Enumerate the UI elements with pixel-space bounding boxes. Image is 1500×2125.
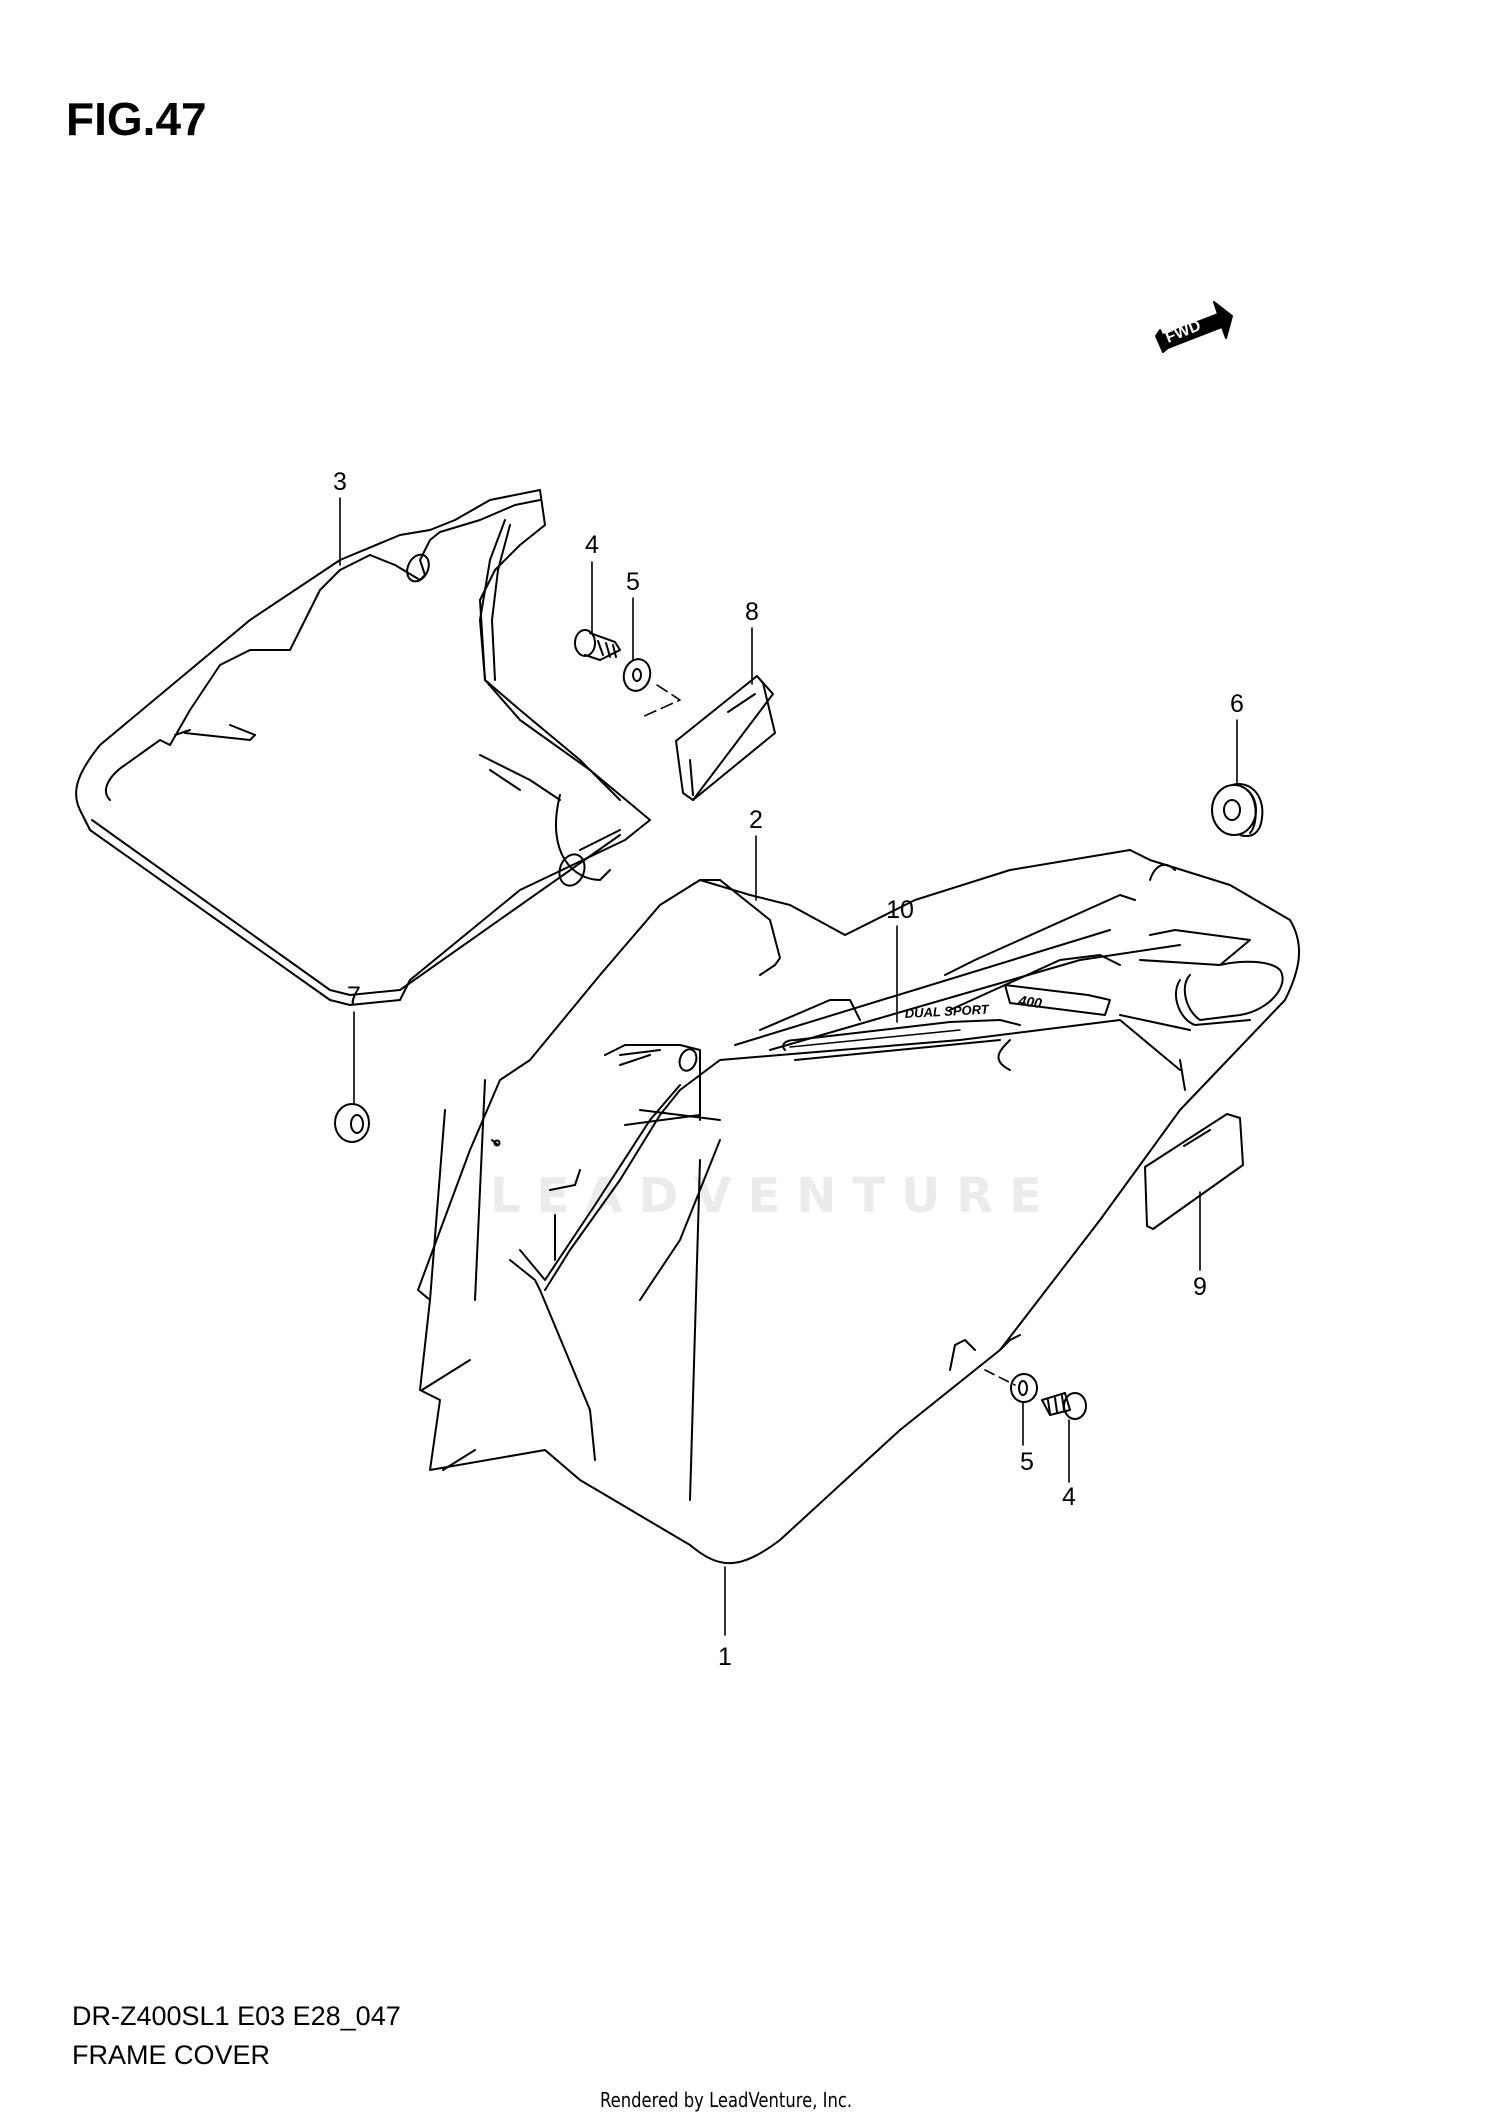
decal-400: 400 bbox=[1017, 992, 1044, 1011]
callout-8: 8 bbox=[745, 598, 759, 626]
fwd-arrow-icon: FWD bbox=[1155, 301, 1233, 353]
part-10-emblem-decal: DUAL SPORT 400 bbox=[782, 984, 1111, 1051]
callout-4-upper: 4 bbox=[585, 531, 599, 559]
callout-9: 9 bbox=[1193, 1273, 1207, 1301]
part-1-frame-cover-right bbox=[417, 849, 1301, 1565]
model-code: DR-Z400SL1 E03 E28_047 bbox=[72, 2001, 401, 2031]
part-5-washer-upper bbox=[622, 658, 652, 692]
callout-2: 2 bbox=[749, 806, 763, 834]
callout-10: 10 bbox=[886, 896, 914, 924]
callout-6: 6 bbox=[1230, 690, 1244, 718]
callout-4-lower: 4 bbox=[1062, 1483, 1076, 1511]
part-3-frame-cover-left bbox=[75, 489, 651, 1006]
callout-1: 1 bbox=[718, 1643, 732, 1671]
section-name: FRAME COVER bbox=[72, 2040, 271, 2070]
decal-dual-sport: DUAL SPORT bbox=[904, 1002, 990, 1021]
watermark: LEADVENTURE bbox=[490, 1168, 1058, 1224]
part-8-cushion-upper bbox=[675, 675, 776, 801]
part-4-bolt-upper bbox=[574, 629, 621, 661]
part-5-washer-lower bbox=[1010, 1373, 1038, 1403]
part-9-cushion-lower bbox=[1144, 1113, 1244, 1230]
figure-title: FIG.47 bbox=[66, 93, 207, 145]
part-6-grommet-right bbox=[1211, 783, 1264, 837]
callout-3: 3 bbox=[333, 468, 347, 496]
part-7-grommet-left bbox=[334, 1103, 370, 1143]
callout-7: 7 bbox=[347, 982, 361, 1010]
part-4-bolt-lower bbox=[1041, 1392, 1087, 1420]
callout-5-upper: 5 bbox=[626, 568, 640, 596]
callout-5-lower: 5 bbox=[1020, 1448, 1034, 1476]
rendered-by-credit: Rendered by LeadVenture, Inc. bbox=[600, 2088, 853, 2112]
